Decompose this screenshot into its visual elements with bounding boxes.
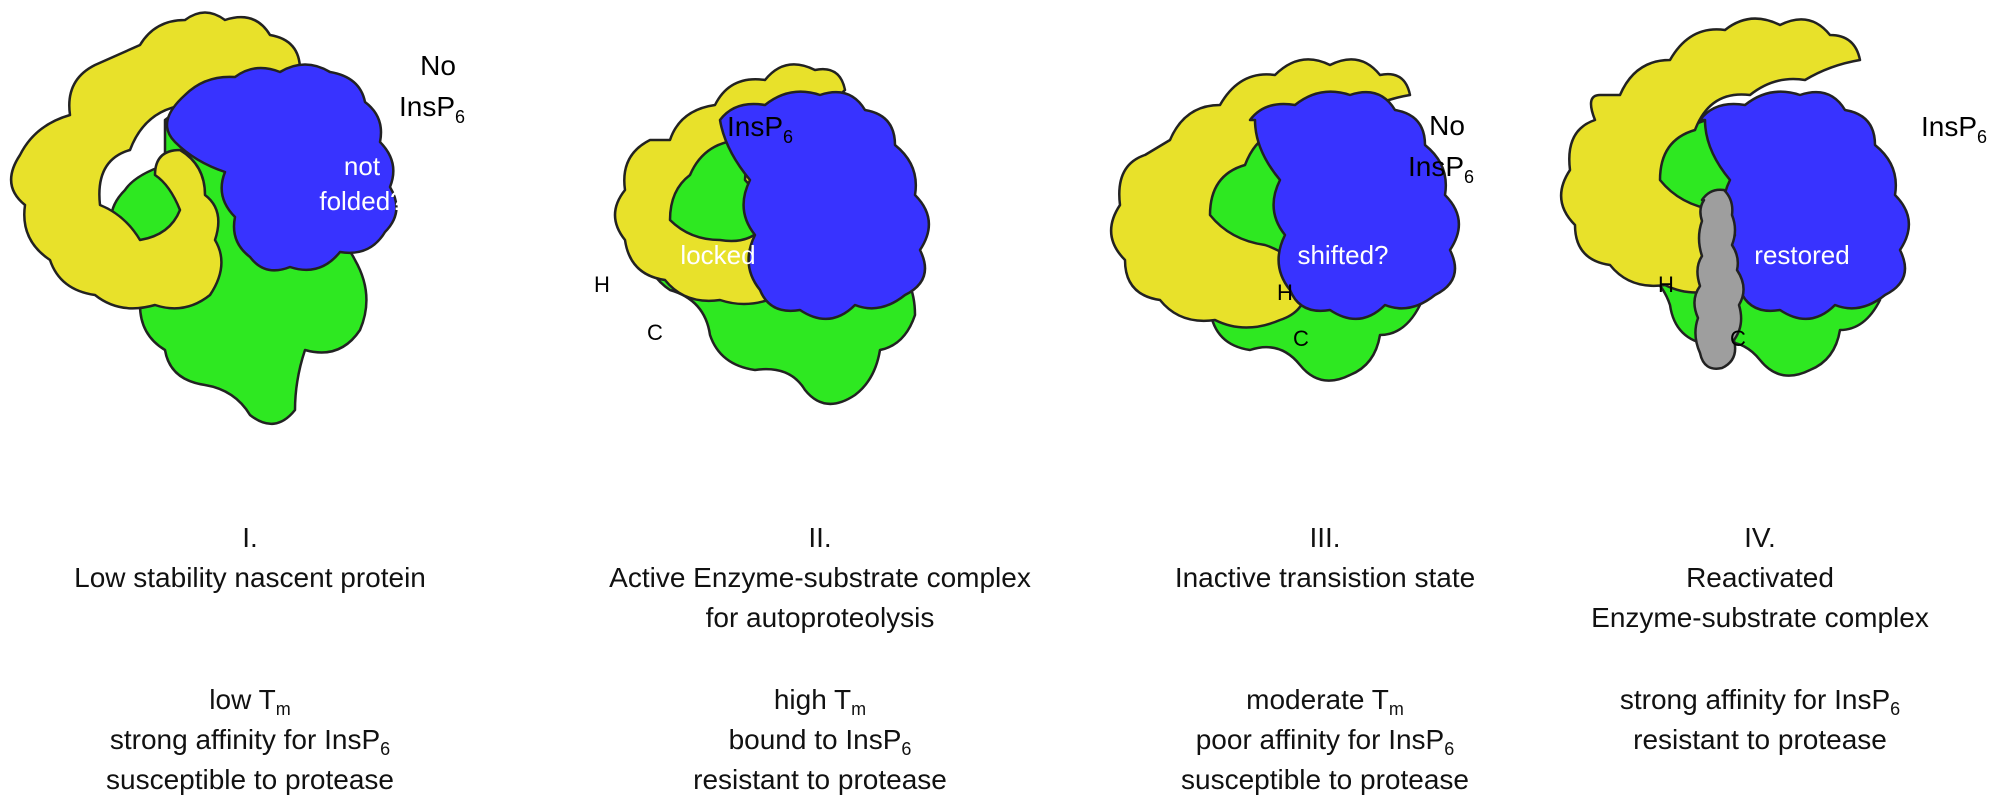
panel-1-properties: low Tm strong affinity for InsP6 suscept… — [0, 680, 500, 800]
ligand-prefix: No — [1429, 110, 1465, 141]
residue-label-c: C — [1730, 326, 1746, 351]
panel-roman-numeral: II. — [808, 522, 832, 553]
ligand-label: InsP6 — [1408, 151, 1474, 187]
panel-title-line: Low stability nascent protein — [74, 562, 426, 593]
state-label: shifted? — [1297, 240, 1388, 270]
state-label-line-1: not — [344, 151, 381, 181]
protein-diagram-3: shifted? H C No InsP6 — [1109, 58, 1474, 382]
ligand-label: InsP6 — [727, 111, 793, 147]
panel-roman-numeral: I. — [242, 522, 258, 553]
panel-1-caption: I. Low stability nascent protein — [0, 518, 500, 598]
residue-label-h: H — [1658, 272, 1674, 297]
panel-4-caption: IV. Reactivated Enzyme-substrate complex — [1530, 518, 1990, 638]
property-line: strong affinity for InsP6 — [1619, 684, 1901, 719]
panel-title-line: Active Enzyme-substrate complex — [609, 562, 1031, 593]
property-line: resistant to protease — [1633, 724, 1887, 755]
panel-roman-numeral: IV. — [1744, 522, 1776, 553]
blue-domain — [1248, 90, 1461, 321]
residue-label-h: H — [1277, 280, 1293, 305]
yellow-domain — [1559, 17, 1862, 294]
blue-domain — [718, 90, 931, 321]
property-line: moderate Tm — [1246, 684, 1404, 719]
protein-diagram-4: restored H C InsP6 — [1559, 17, 1987, 377]
property-line: low Tm — [209, 684, 291, 719]
panel-3-caption: III. Inactive transistion state — [1075, 518, 1575, 598]
panel-2-caption: II. Active Enzyme-substrate complex for … — [570, 518, 1070, 638]
property-line: strong affinity for InsP6 — [109, 724, 391, 759]
panel-2-properties: high Tm bound to InsP6 resistant to prot… — [570, 680, 1070, 800]
panel-title-line: Enzyme-substrate complex — [1591, 602, 1929, 633]
substrate-peptide — [1693, 188, 1745, 370]
state-label: restored — [1754, 240, 1849, 270]
state-label: locked — [680, 240, 755, 270]
protein-diagram-2: locked H C InsP6 — [594, 63, 931, 405]
panel-4: restored H C InsP6 IV. Reactivated Enzym… — [1530, 0, 2001, 800]
property-line: susceptible to protease — [106, 764, 394, 795]
residue-label-c: C — [1293, 326, 1309, 351]
state-label-line-2: folded? — [319, 186, 404, 216]
property-line: poor affinity for InsP6 — [1195, 724, 1455, 759]
ligand-label: InsP6 — [399, 91, 465, 127]
panel-title-line: Reactivated — [1686, 562, 1834, 593]
panel-title-line: for autoproteolysis — [705, 602, 935, 633]
property-line: susceptible to protease — [1181, 764, 1469, 795]
panel-title-line: Inactive transistion state — [1174, 562, 1476, 593]
property-line: bound to InsP6 — [728, 724, 912, 759]
panel-3-properties: moderate Tm poor affinity for InsP6 susc… — [1075, 680, 1575, 800]
panel-3: shifted? H C No InsP6 III. Inactive tran… — [1075, 0, 1575, 800]
yellow-domain — [1109, 58, 1412, 329]
ligand-prefix: No — [420, 50, 456, 81]
panel-2: locked H C InsP6 II. Active Enzyme-subst… — [570, 0, 1070, 800]
panel-roman-numeral: III. — [1309, 522, 1341, 553]
panel-1: not folded? No InsP6 I. Low stability na… — [0, 0, 500, 800]
protein-diagram-1: not folded? No InsP6 — [10, 11, 465, 425]
property-line: resistant to protease — [693, 764, 947, 795]
property-line: high Tm — [773, 684, 867, 719]
blue-domain — [165, 63, 398, 272]
residue-label-c: C — [647, 320, 663, 345]
residue-label-h: H — [594, 272, 610, 297]
ligand-label: InsP6 — [1921, 111, 1987, 147]
panel-4-properties: strong affinity for InsP6 resistant to p… — [1530, 680, 1990, 760]
